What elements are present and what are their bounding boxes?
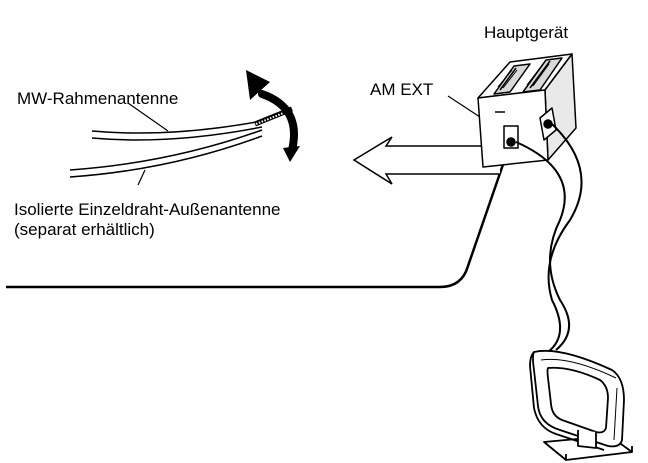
main-unit-label: Hauptgerät <box>484 23 569 42</box>
rotate-arrow-icon <box>246 70 300 162</box>
loop-antenna-twisted-wire <box>515 123 583 353</box>
am-ext-terminal-label: AM EXT <box>370 80 434 99</box>
outdoor-antenna-note: (separat erhältlich) <box>14 220 155 239</box>
insulated-wire <box>69 120 263 178</box>
outdoor-callout-line <box>137 169 146 186</box>
mw-loop-antenna-label: MW-Rahmenantenne <box>17 89 179 108</box>
insert-direction-arrow-icon <box>352 136 500 185</box>
outdoor-antenna-label: Isolierte Einzeldraht-Außenantenne <box>14 200 281 219</box>
terminal-block <box>477 53 577 168</box>
mw-loop-antenna-icon <box>529 349 633 461</box>
mw-callout-line <box>127 102 169 132</box>
